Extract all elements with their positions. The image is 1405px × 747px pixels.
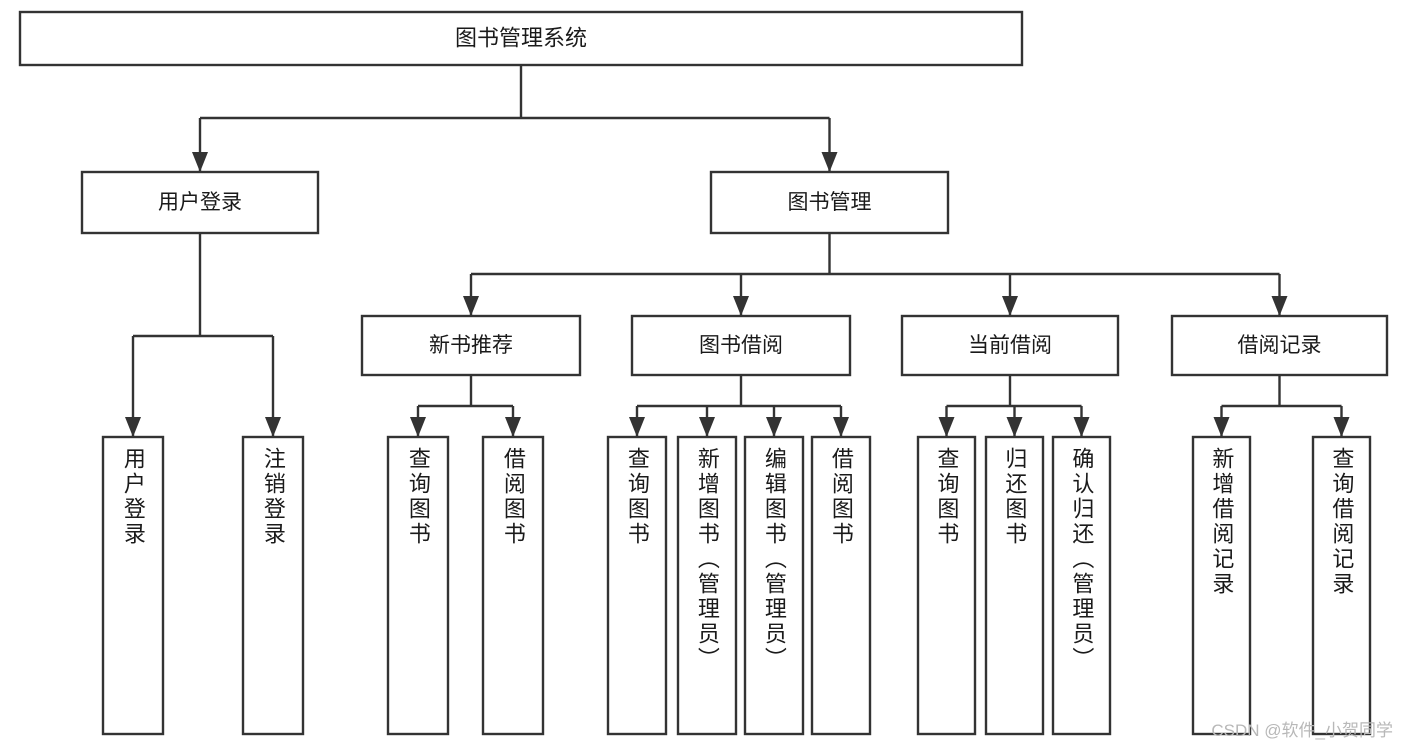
arrowhead-leaf-confirm-return	[1073, 417, 1090, 437]
arrowhead-leaf-user-login	[125, 417, 141, 437]
node-label-book-manage: 图书管理	[788, 191, 872, 214]
connectors-layer	[125, 65, 1350, 437]
node-box-leaf-add-record[interactable]	[1191, 435, 1252, 736]
arrowhead-user-login	[192, 152, 208, 172]
node-box-leaf-borrow-book-rec[interactable]	[481, 435, 545, 736]
node-label-user-login: 用户登录	[158, 191, 242, 214]
node-box-leaf-query-book[interactable]	[606, 435, 668, 736]
node-box-leaf-add-book[interactable]	[676, 435, 738, 736]
node-box-leaf-edit-book[interactable]	[743, 435, 805, 736]
node-box-root[interactable]	[18, 10, 1024, 67]
node-box-leaf-user-logout[interactable]	[241, 435, 305, 736]
arrowhead-leaf-add-record	[1213, 417, 1230, 437]
arrowhead-leaf-add-book	[699, 417, 715, 437]
node-label-root: 图书管理系统	[455, 25, 587, 50]
node-box-borrow-record[interactable]	[1170, 314, 1389, 377]
node-label-new-book-rec: 新书推荐	[429, 334, 513, 357]
arrowhead-book-manage	[821, 152, 838, 172]
node-label-current-borrow: 当前借阅	[968, 334, 1052, 357]
arrowhead-leaf-query-record	[1333, 417, 1350, 437]
arrowhead-leaf-borrow-book	[833, 417, 849, 437]
node-box-leaf-confirm-return[interactable]	[1051, 435, 1112, 736]
node-box-book-manage[interactable]	[709, 170, 950, 235]
node-box-book-borrow[interactable]	[630, 314, 852, 377]
node-box-leaf-query-book-rec[interactable]	[386, 435, 450, 736]
arrowhead-leaf-query-book-cur	[938, 417, 955, 437]
arrowhead-borrow-record	[1271, 296, 1288, 316]
arrowhead-leaf-query-book-rec	[410, 417, 426, 437]
node-box-leaf-return-book[interactable]	[984, 435, 1045, 736]
node-box-user-login[interactable]	[80, 170, 320, 235]
arrowhead-leaf-return-book	[1006, 417, 1023, 437]
node-box-new-book-rec[interactable]	[360, 314, 582, 377]
arrowhead-leaf-query-book	[629, 417, 645, 437]
arrowhead-leaf-user-logout	[265, 417, 281, 437]
arrowhead-book-borrow	[733, 296, 749, 316]
node-box-leaf-query-book-cur[interactable]	[916, 435, 977, 736]
arrowhead-leaf-borrow-book-rec	[505, 417, 521, 437]
arrowhead-new-book-rec	[463, 296, 479, 316]
arrowhead-leaf-edit-book	[766, 417, 782, 437]
node-box-leaf-user-login[interactable]	[101, 435, 165, 736]
boxes-layer	[18, 10, 1389, 736]
arrowhead-current-borrow	[1002, 296, 1018, 316]
node-box-leaf-query-record[interactable]	[1311, 435, 1372, 736]
node-box-leaf-borrow-book[interactable]	[810, 435, 872, 736]
node-box-current-borrow[interactable]	[900, 314, 1120, 377]
watermark-text: CSDN @软件_小贺同学	[1211, 721, 1393, 740]
node-label-book-borrow: 图书借阅	[699, 334, 783, 357]
node-label-borrow-record: 借阅记录	[1238, 334, 1322, 357]
